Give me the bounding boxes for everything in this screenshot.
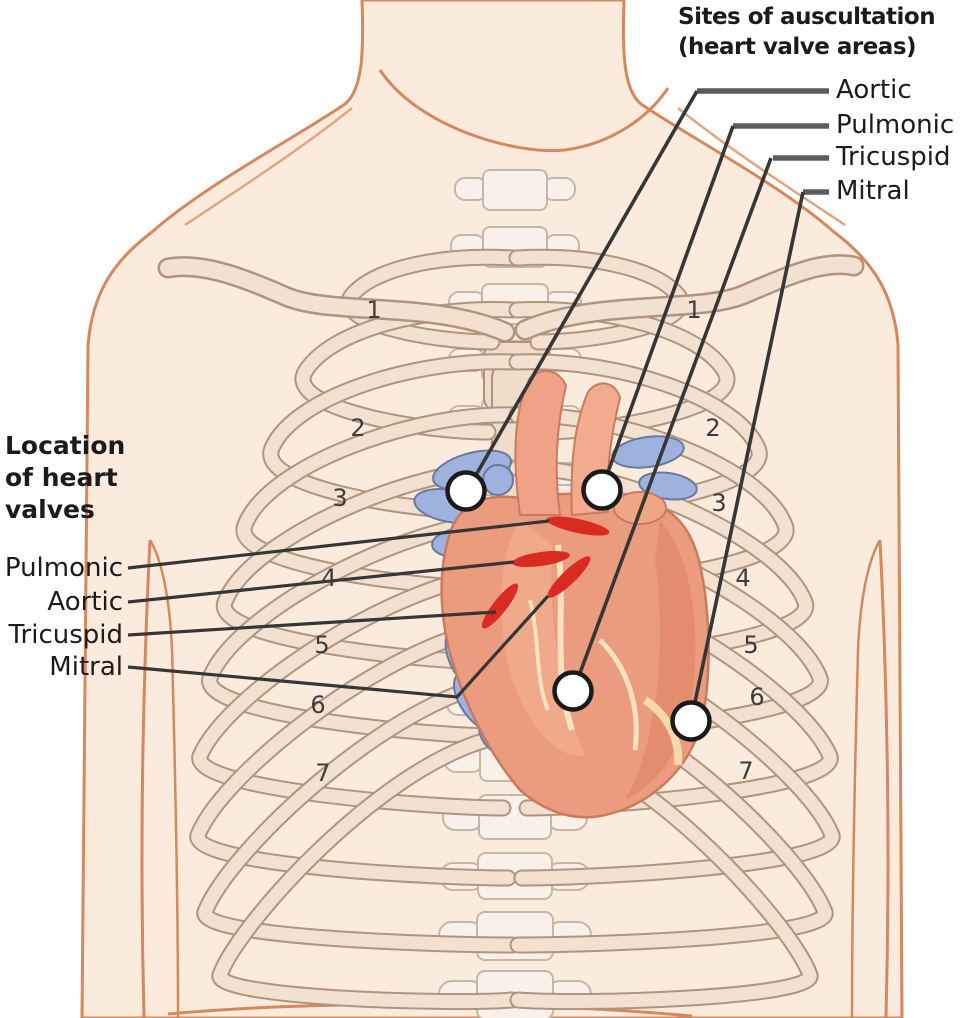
tricuspid-valve-line [127, 610, 497, 637]
pulmonic-valve-marker [546, 516, 610, 536]
aortic-valve-line [127, 560, 515, 604]
rib-number-left-4: 4 [321, 564, 337, 592]
rib-number-left-6: 6 [310, 691, 326, 719]
aortic-valve-marker [512, 550, 570, 568]
title-line-2: (heart valve areas) [678, 34, 917, 60]
rib-number-left-7: 7 [315, 759, 331, 787]
rib-number-right-2: 2 [705, 414, 721, 442]
rib-number-right-4: 4 [735, 564, 751, 592]
diagram-title: Sites of auscultation (heart valve areas… [678, 2, 936, 62]
auscultation-label-tricuspid: Tricuspid [836, 142, 951, 172]
valve-label-tricuspid: Tricuspid [8, 620, 123, 650]
tricuspid-valve-marker [481, 583, 519, 629]
mitral-site-circle [670, 700, 712, 742]
valve-label-mitral: Mitral [49, 652, 123, 682]
pulmonic-site-line [606, 125, 735, 473]
tricuspid-site-line [578, 157, 773, 674]
valve-label-pulmonic: Pulmonic [4, 553, 123, 583]
mitral-valve-marker [547, 556, 591, 598]
valve-markers [481, 516, 610, 629]
valve-location-heading: Location of heart valves [5, 431, 126, 524]
rib-number-left-5: 5 [314, 631, 330, 659]
mitral-site-line [693, 191, 805, 703]
mitral-valve-line [127, 594, 550, 699]
auscultation-site-circles [445, 469, 712, 742]
auscultation-label-mitral: Mitral [836, 176, 910, 206]
title-line-1: Sites of auscultation [678, 4, 936, 30]
rib-number-right-6: 6 [749, 683, 765, 711]
pulmonic-site-circle [581, 469, 623, 511]
pulmonic-valve-line [127, 519, 550, 570]
leader-lines [127, 88, 829, 703]
aortic-site-line [474, 90, 699, 476]
clavicles [157, 254, 865, 343]
rib-number-right-1: 1 [686, 296, 702, 324]
valve-label-aortic: Aortic [47, 587, 123, 617]
rib-number-left-1: 1 [366, 296, 382, 324]
rib-number-left-2: 2 [350, 414, 366, 442]
aortic-site-circle [445, 470, 487, 512]
rib-number-left-3: 3 [332, 484, 348, 512]
rib-number-right-5: 5 [743, 631, 759, 659]
tricuspid-site-circle [552, 670, 594, 712]
rib-number-right-7: 7 [738, 757, 754, 785]
rib-number-right-3: 3 [711, 489, 727, 517]
auscultation-label-pulmonic: Pulmonic [836, 110, 955, 140]
auscultation-label-aortic: Aortic [836, 75, 912, 105]
